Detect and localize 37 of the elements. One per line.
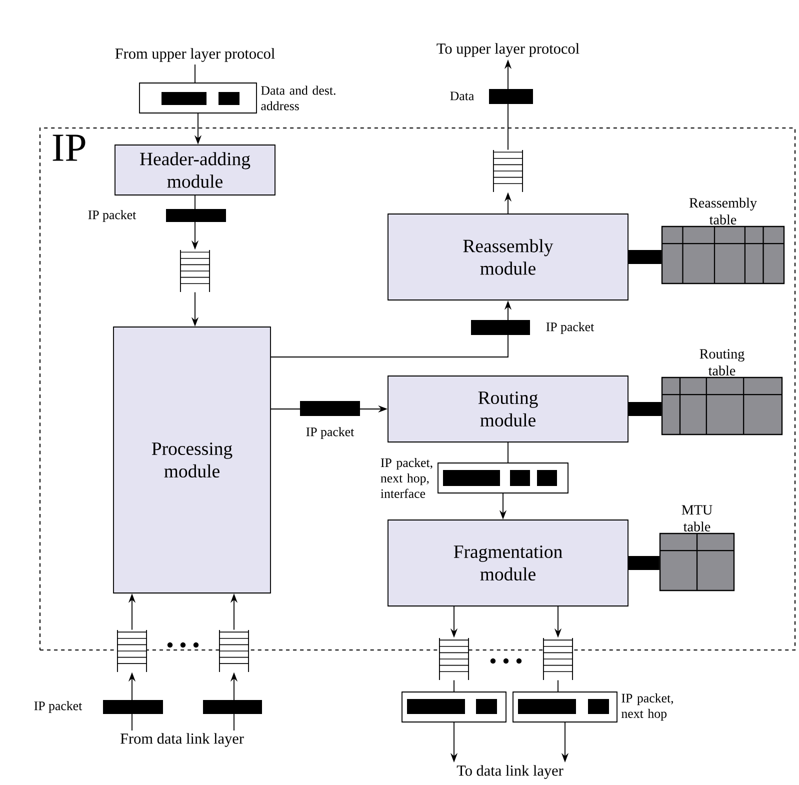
queue-icon (117, 630, 147, 672)
module-box: Reassembly module (388, 214, 628, 300)
module-box: Routing module (388, 376, 628, 442)
edge-label: IP packet (544, 320, 596, 336)
queue-icon (219, 630, 249, 672)
layer-label: From data link layer (120, 733, 244, 747)
node-label: IP packet, next hop (622, 693, 674, 721)
connector-bar (628, 556, 660, 570)
layer-label: To upper layer protocol (436, 43, 580, 57)
connector-bar (628, 250, 662, 264)
edge-label: IP packet (304, 426, 356, 440)
table-grid: MTU table (659, 505, 735, 592)
packet-frame: IP packet, next hop (512, 692, 673, 722)
module-box: Header-adding module (114, 144, 276, 196)
table-grid: Reassembly table (661, 198, 785, 284)
packet-frame (402, 692, 506, 722)
queue-icon (439, 638, 469, 680)
connector-bar (628, 402, 662, 416)
node-label: IP packet, next hop, interface (380, 458, 432, 498)
table-grid: Routing table (661, 349, 783, 436)
packet-frame: IP packet, next hop, interface (380, 458, 568, 498)
layer-label: To data link layer (456, 765, 564, 779)
edge-label: IP packet (32, 700, 84, 714)
packet-frame: Data and dest. address (139, 82, 336, 114)
line (194, 64, 196, 83)
node-label: MTU table (682, 505, 712, 532)
module-box: Fragmentation module (388, 520, 628, 606)
edge-label: IP packet (86, 208, 138, 224)
queue-icon (493, 150, 523, 192)
layer-label: From upper layer protocol (115, 48, 275, 62)
queue-icon (543, 638, 573, 680)
module-box: Processing module (113, 326, 271, 594)
edge-label: Data (448, 90, 476, 102)
node-label: Data and dest. address (261, 86, 336, 110)
node-label: Routing table (700, 349, 744, 376)
node-label: Reassembly table (689, 198, 757, 224)
queue-icon (180, 250, 210, 292)
